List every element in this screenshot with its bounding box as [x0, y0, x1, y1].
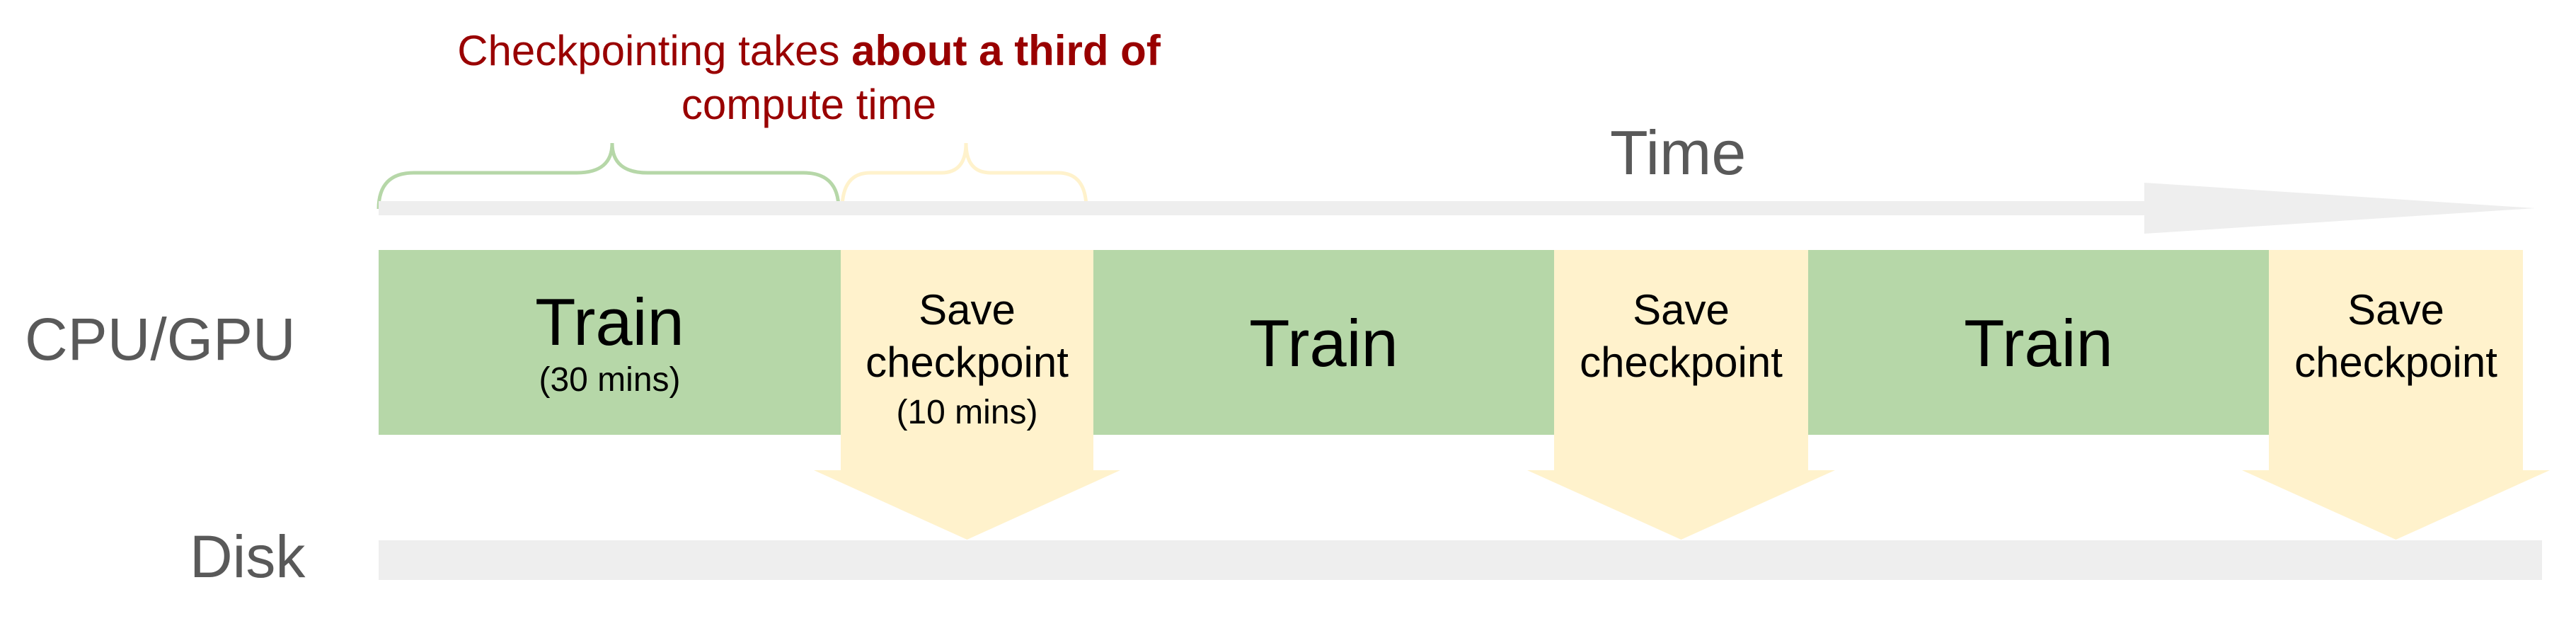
- train-label: Train: [1249, 306, 1398, 380]
- save-duration-label: (10 mins): [896, 394, 1037, 431]
- disk-bar: [379, 540, 2542, 580]
- annotation-line1-prefix: Checkpointing takes: [457, 27, 851, 74]
- save-duration-brace: [840, 142, 1088, 210]
- time-axis-label: Time: [1610, 118, 1746, 188]
- train-label: Train: [535, 285, 684, 359]
- save-label-line2: checkpoint: [2294, 338, 2497, 386]
- train-label: Train: [1964, 306, 2113, 380]
- train-duration-brace: [376, 142, 841, 210]
- save-label-line2: checkpoint: [866, 338, 1069, 386]
- train-duration-label: (30 mins): [539, 361, 680, 399]
- annotation-line2: compute time: [682, 81, 936, 128]
- time-arrow-shaft: [379, 201, 2151, 215]
- row-label-cpu-gpu: CPU/GPU: [25, 306, 296, 372]
- annotation-text: Checkpointing takes about a third of: [457, 27, 1161, 74]
- train-block: [1808, 250, 2269, 435]
- save-label-line1: Save: [919, 286, 1016, 334]
- save-checkpoint-arrow: [2242, 250, 2550, 540]
- row-label-disk: Disk: [190, 523, 306, 590]
- save-label-line1: Save: [1633, 286, 1730, 334]
- train-block: [1093, 250, 1554, 435]
- time-arrow-head: [2144, 183, 2535, 234]
- save-label-line1: Save: [2347, 286, 2444, 334]
- save-checkpoint-arrow: [814, 250, 1120, 540]
- train-block: [379, 250, 841, 435]
- save-label-line2: checkpoint: [1580, 338, 1783, 386]
- save-checkpoint-arrow: [1527, 250, 1835, 540]
- annotation-line1-bold: about a third of: [851, 27, 1161, 74]
